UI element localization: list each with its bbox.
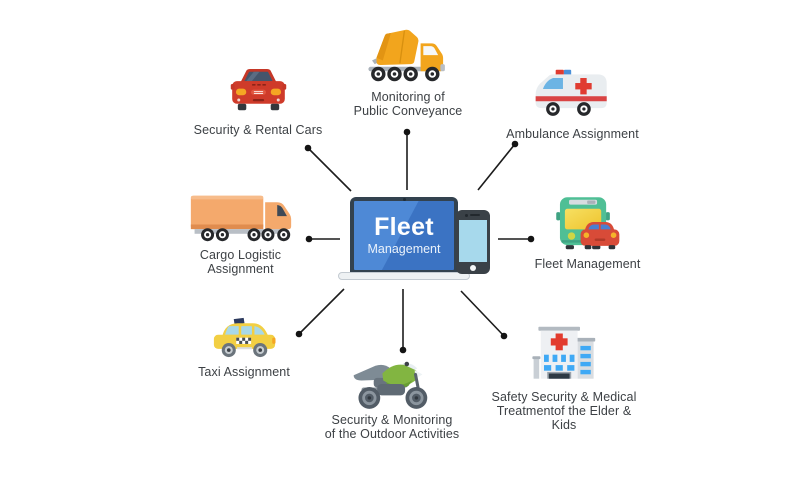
node-security-monitoring-outdoor: Security & Monitoring of the Outdoor Act… (307, 357, 477, 441)
node-label: Monitoring of Public Conveyance (354, 90, 463, 118)
laptop-base (338, 272, 470, 280)
node-label: Ambulance Assignment (506, 127, 639, 141)
phone-speaker (470, 214, 480, 216)
bus-and-car-icon (555, 197, 619, 250)
label-line: Ambulance Assignment (506, 127, 639, 141)
taxi-icon (213, 317, 276, 358)
connector-line (477, 143, 516, 191)
label-line: Public Conveyance (353, 104, 463, 118)
label-line: of the Outdoor Activities (324, 427, 460, 441)
node-ambulance-assignment: Ambulance Assignment (490, 66, 655, 141)
connector-dot (399, 346, 407, 354)
label-line: Safety Security & Medical (491, 390, 637, 404)
node-fleet-management: Fleet Management (515, 193, 660, 271)
laptop-display: Fleet Management (354, 201, 454, 270)
connector-line (460, 290, 505, 337)
node-label: Fleet Management (535, 257, 641, 271)
connector-dot (511, 140, 519, 148)
phone-home-button (470, 265, 476, 271)
hospital-icon (532, 326, 596, 379)
label-line: Security & Monitoring (331, 413, 453, 427)
label-line: Cargo Logistic (199, 248, 282, 262)
connector-dot (403, 128, 411, 136)
label-line: Security & Rental Cars (193, 123, 323, 137)
label-line: Monitoring of (371, 90, 445, 104)
connector-dot (527, 235, 535, 243)
node-label: Security & Monitoring of the Outdoor Act… (325, 413, 460, 441)
connector-dot (500, 332, 508, 340)
node-safety-security-medical: Safety Security & Medical Treatmentof th… (483, 321, 645, 432)
node-security-rental-cars: Security & Rental Cars (183, 68, 333, 137)
laptop-camera-dot (403, 198, 406, 201)
label-line: Treatmentof the Elder & Kids (496, 404, 632, 432)
motorcycle-icon (353, 361, 428, 409)
ambulance-icon (535, 69, 607, 116)
node-label: Taxi Assignment (198, 365, 290, 379)
laptop-icon: Fleet Management (350, 197, 458, 272)
node-monitoring-public-conveyance: Monitoring of Public Conveyance (328, 28, 488, 118)
label-line: Fleet Management (534, 257, 641, 271)
node-cargo-logistic-assignment: Cargo Logistic Assignment (163, 191, 318, 276)
connector-dot (295, 330, 303, 338)
node-label: Cargo Logistic Assignment (200, 248, 281, 276)
connector-dot (304, 144, 312, 152)
cargo-truck-icon (190, 195, 291, 242)
smartphone-icon (456, 210, 490, 274)
phone-camera-dot (465, 213, 468, 217)
node-label: Security & Rental Cars (194, 123, 323, 137)
label-line: Taxi Assignment (198, 365, 290, 379)
label-line: Assignment (207, 262, 274, 276)
connector-dot (305, 235, 313, 243)
connector-line (307, 147, 352, 192)
center-subtitle: Management (367, 242, 441, 256)
node-taxi-assignment: Taxi Assignment (174, 317, 314, 379)
center-title: Fleet (374, 213, 434, 241)
red-car-icon (230, 68, 286, 111)
node-label: Safety Security & Medical Treatmentof th… (483, 390, 645, 432)
connector-line (298, 288, 345, 335)
phone-screen (459, 220, 487, 262)
cement-mixer-truck-icon (368, 29, 445, 82)
